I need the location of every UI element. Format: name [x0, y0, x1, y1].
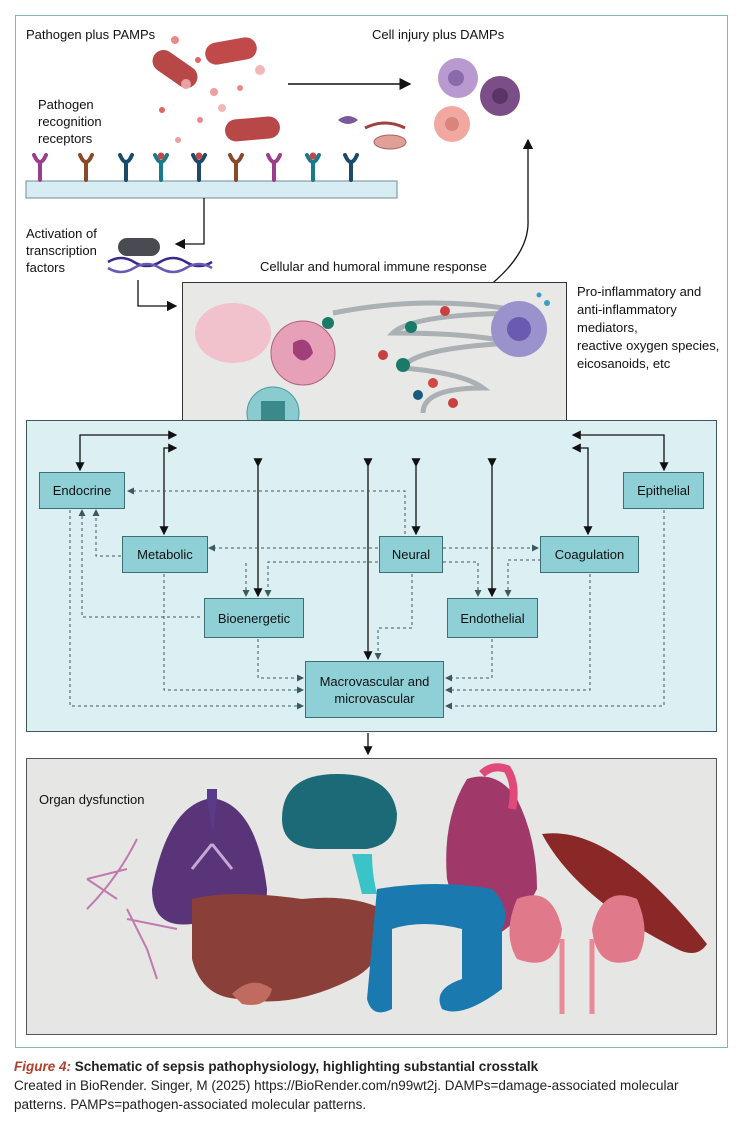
- bacteria-icon: [152, 36, 280, 143]
- liver-icon: [192, 894, 384, 1002]
- pamps-label: Pathogen plus PAMPs: [26, 27, 156, 42]
- brain-icon: [282, 774, 397, 894]
- caption-title-line: Figure 4: Schematic of sepsis pathophysi…: [14, 1057, 729, 1076]
- epithelial-box: Epithelial: [623, 472, 704, 509]
- organ-dysfunction-panel: Organ dysfunction: [26, 758, 717, 1035]
- immune-response-panel: [182, 282, 567, 462]
- damps-label: Cell injury plus DAMPs: [372, 27, 505, 42]
- caption-line-2: patterns. PAMPs=pathogen-associated mole…: [14, 1097, 367, 1112]
- endocrine-box: Endocrine: [39, 472, 125, 509]
- damaged-cells-icon: [338, 58, 520, 150]
- transcription-factor-icon: [118, 238, 160, 256]
- pathogen-illustration: [25, 36, 534, 312]
- coagulation-box: Coagulation: [540, 536, 639, 573]
- kidneys-icon: [509, 895, 645, 963]
- caption-figure-number: Figure 4:: [14, 1059, 72, 1074]
- metabolic-box: Metabolic: [122, 536, 208, 573]
- caption-line-1: Created in BioRender. Singer, M (2025) h…: [14, 1078, 679, 1093]
- caption-title: Schematic of sepsis pathophysiology, hig…: [71, 1059, 539, 1074]
- cell-membrane: [25, 180, 398, 199]
- organ-dysfunction-label: Organ dysfunction: [39, 792, 145, 807]
- endothelial-box: Endothelial: [447, 598, 538, 638]
- neural-box: Neural: [379, 536, 443, 573]
- organs-illustration: [86, 763, 707, 1014]
- figure-caption: Figure 4: Schematic of sepsis pathophysi…: [14, 1057, 729, 1114]
- lungs-icon: [152, 789, 267, 925]
- receptor-icons: [32, 153, 359, 182]
- intestine-icon: [367, 884, 506, 1013]
- bioenergetic-box: Bioenergetic: [204, 598, 304, 638]
- immune-cells-illustration: [195, 292, 550, 440]
- immune-response-label: Cellular and humoral immune response: [260, 259, 487, 274]
- muscle-icon: [542, 833, 707, 953]
- crosstalk-arrows: [69, 430, 669, 756]
- nerve-icon: [86, 838, 178, 980]
